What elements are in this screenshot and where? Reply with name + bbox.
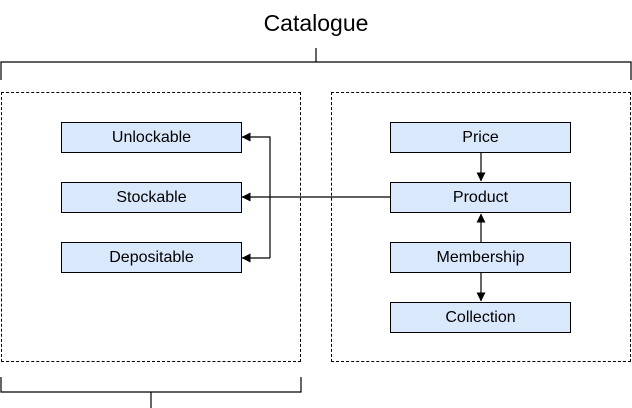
node-product: Product xyxy=(390,182,571,213)
edge-depositable-to-unlockable xyxy=(241,132,271,258)
node-unlockable: Unlockable xyxy=(61,122,242,153)
left-group-container xyxy=(1,92,301,362)
diagram-title: Catalogue xyxy=(263,10,369,36)
right-group-container xyxy=(331,92,631,362)
node-membership: Membership xyxy=(390,242,571,273)
bottom-brace xyxy=(0,377,302,408)
node-depositable: Depositable xyxy=(61,242,242,273)
node-price: Price xyxy=(390,122,571,153)
top-brace xyxy=(0,48,632,80)
node-collection: Collection xyxy=(390,302,571,333)
node-stockable: Stockable xyxy=(61,182,242,213)
